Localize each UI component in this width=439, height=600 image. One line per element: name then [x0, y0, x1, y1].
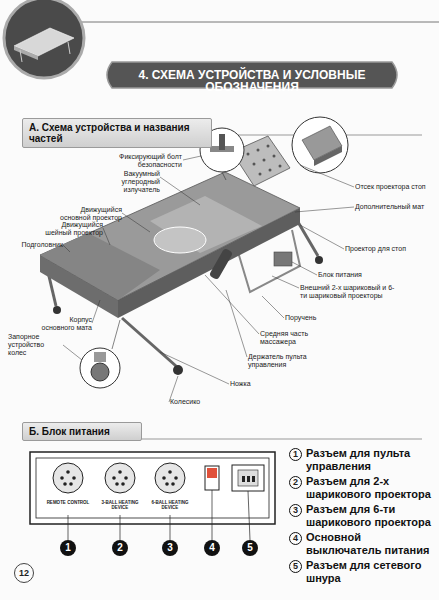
- callout-number: 4: [204, 540, 220, 556]
- page-number: 12: [14, 563, 34, 583]
- massage-bed: [40, 136, 323, 375]
- legend-item: Разъем для 2-х шарикового проектора: [306, 475, 434, 501]
- thumbnail-bed: [14, 28, 74, 62]
- leader-line: [63, 156, 354, 402]
- legend-item: Разъем для 6-ти шарикового проектора: [306, 503, 434, 529]
- part-label: Поручень: [285, 314, 345, 322]
- port-label: 3-BALL HEATING DEVICE: [98, 501, 142, 511]
- section-rule: [142, 439, 422, 440]
- part-label: Движущийся шейный проектор: [40, 221, 103, 237]
- power-panel: [30, 452, 275, 524]
- callout-number: 1: [60, 540, 76, 556]
- part-label: Вакуумный углеродный излучатель: [90, 170, 160, 194]
- thumbnail-circle: [4, 0, 84, 78]
- page-title: 4. СХЕМА УСТРОЙСТВА И УСЛОВНЫЕ ОБОЗНАЧЕН…: [104, 69, 400, 93]
- part-label: Внешний 2-х шариковый и 6-ти шариковый п…: [300, 284, 395, 300]
- callout-number: 2: [112, 540, 128, 556]
- part-label: Ножка: [230, 380, 270, 388]
- callout-line: [68, 490, 250, 540]
- legend-item: Разъем для пульта управления: [306, 447, 434, 473]
- part-label: Движущийся основной проектор: [60, 206, 122, 222]
- callout-number: 5: [289, 560, 302, 573]
- part-label: Блок питания: [318, 271, 398, 279]
- callout-number: 3: [162, 540, 178, 556]
- section-heading: А. Схема устройства и названия частей: [22, 118, 212, 148]
- callout-number: 2: [289, 476, 302, 489]
- port-label: 6-BALL HEATING DEVICE: [148, 501, 192, 511]
- heading-text: А. Схема устройства и названия частей: [29, 122, 205, 144]
- part-label: Колесико: [170, 398, 220, 406]
- part-label: Корпус основного мата: [40, 316, 92, 332]
- part-label: Запорное устройство колес: [8, 333, 63, 357]
- part-label: Средняя часть массажера: [260, 330, 322, 346]
- callout-number: 4: [289, 532, 302, 545]
- port-label: REMOTE CONTROL: [46, 501, 90, 506]
- callout-number: 1: [289, 448, 302, 461]
- legend-item: Разъем для сетевого шнура: [306, 559, 434, 585]
- callout-number: 3: [289, 504, 302, 517]
- foot-projector-detail: [292, 117, 348, 173]
- part-label: Проектор для стоп: [345, 245, 425, 253]
- part-label: Держатель пульта управления: [248, 353, 326, 369]
- part-label: Отсек проектора стоп: [355, 183, 435, 191]
- callout-number: 5: [242, 540, 258, 556]
- part-label: Подголовник: [6, 241, 63, 249]
- part-label: Фиксирующий болт безопасности: [112, 153, 182, 169]
- heading-text: Б. Блок питания: [29, 426, 135, 437]
- legend-item: Основной выключатель питания: [306, 531, 434, 557]
- section-heading: Б. Блок питания: [22, 422, 142, 441]
- rule-line: [80, 22, 439, 23]
- part-label: Дополнительный мат: [355, 203, 435, 211]
